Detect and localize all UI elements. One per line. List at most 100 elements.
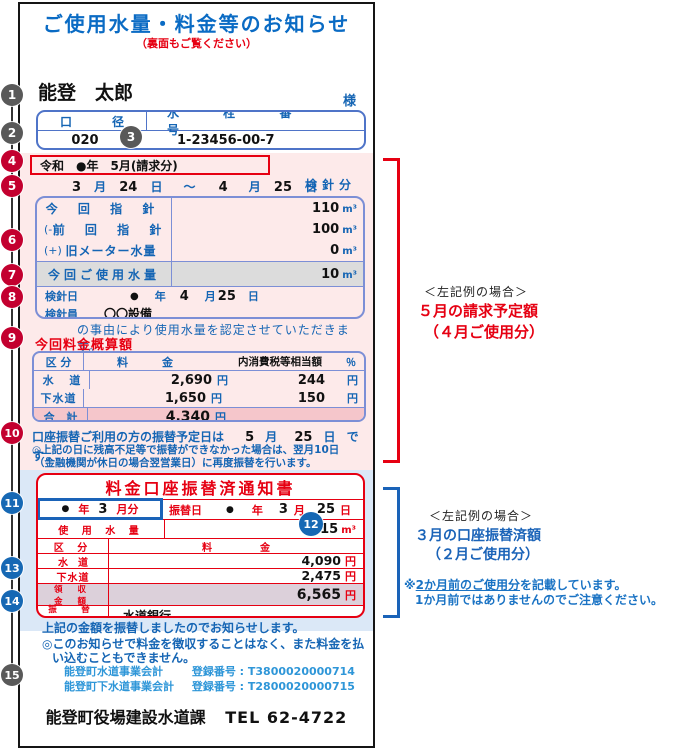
registration-1-number: 登録番号 : T3800020000714 <box>191 665 355 678</box>
meter-table: 口 径 水 栓 番 号 020 1-23456-00-7 <box>36 110 366 150</box>
notice-document: ご使用水量・料金等のお知らせ （裏面もご覧ください） 能登 太郎 様 口 径 水… <box>18 2 375 748</box>
usage-old-meter-value: 0 <box>330 243 340 258</box>
reason-note: の事由により使用水量を認定させていただきます。 <box>77 323 350 354</box>
fee-water-label: 水 道 <box>34 371 90 389</box>
reader-label: 検針員 <box>45 307 78 319</box>
reader-row: 検針員 〇〇設備 <box>37 305 363 319</box>
read-date-label: 検針日 <box>45 290 78 303</box>
transfer-date-year-label: 年 <box>251 503 263 517</box>
usage-total-label: 今回ご使用水量 <box>47 267 160 282</box>
badge-13: 13 <box>1 557 23 579</box>
receipt-bank-label: 振 替 金融機関 <box>38 605 109 616</box>
receipt-header-fee-1: 料 <box>202 542 212 554</box>
meter-value-row: 020 1-23456-00-7 <box>38 131 364 148</box>
transfer-date-label: 振替日 <box>169 503 202 517</box>
receipt-total-label-2: 金 額 <box>54 596 92 607</box>
receipt-sewer-label: 下水道 <box>38 569 109 584</box>
blue-bracket-vertical <box>397 487 400 618</box>
transfer-notice-post: です。 <box>32 430 362 463</box>
receipt-note-1: 上記の金額を振替しましたのでお知らせします。 <box>42 621 305 635</box>
fee-header-tax: 内消費税等相当額 <box>238 356 322 368</box>
read-date-month: 4 <box>179 288 189 304</box>
usage-current-value: 110 <box>312 201 340 216</box>
red-bracket-top-tick <box>383 158 400 161</box>
usage-total-value: 10 <box>321 266 340 282</box>
meter-header-row: 口 径 水 栓 番 号 <box>38 112 364 137</box>
billing-example-line1: ５月の請求予定額 <box>418 302 539 320</box>
receipt-water-yen: 円 <box>345 555 356 568</box>
receipt-water-value: 4,090 <box>301 553 341 568</box>
meter-header-diameter: 口 径 <box>38 112 147 130</box>
billing-example-line2: （４月ご使用分） <box>424 323 545 341</box>
badge-12: 12 <box>299 512 323 536</box>
usage-previous-label: 前 回 指 針 <box>52 223 170 237</box>
receipt-usage-unit: m³ <box>341 524 356 536</box>
red-bracket-bottom-tick <box>383 460 400 463</box>
registration-line-1: 能登町水道事業会計 登録番号 : T3800020000714 <box>64 663 355 679</box>
note-rest-text: を記載しています。 <box>520 578 627 592</box>
usage-old-meter-label: 旧メーター水量 <box>65 244 157 258</box>
receipt-sewer-yen: 円 <box>345 570 356 583</box>
transfer-notice-month: 5 <box>245 430 255 445</box>
registration-2-name: 能登町下水道事業会計 <box>64 680 174 693</box>
receipt-bank-label-1: 振 替 <box>48 605 98 615</box>
receipt-period-year-label: 年 <box>78 503 90 516</box>
read-date-dot: ● <box>130 290 139 302</box>
period-day1: 24 <box>119 180 138 195</box>
usage-previous-unit: m³ <box>342 225 357 236</box>
receipt-total-label: 領 収 金 額 <box>38 584 109 607</box>
receipt-example-note-line2: 1か月前ではありませんのでご注意ください。 <box>415 593 663 607</box>
receipt-title: 料金口座振替済通知書 <box>105 479 296 498</box>
receipt-period-dot: ● <box>61 504 70 514</box>
fee-sewer-yen: 円 <box>211 392 222 405</box>
read-date-day: 25 <box>217 288 236 304</box>
transfer-date-month: 3 <box>278 502 288 517</box>
receipt-bank-label-2: 金融機関 <box>56 615 90 616</box>
period-tilde: ～ <box>183 180 196 194</box>
receipt-example-line1: ３月の口座振替済額 <box>415 528 541 544</box>
receipt-box: 料金口座振替済通知書 ● 年 3 月分 振替日 ● 年 3 月 25 日 <box>36 473 365 618</box>
usage-previous-prefix: (-) <box>44 223 57 236</box>
fee-header-category: 区 分 <box>34 353 84 370</box>
badge-2: 2 <box>1 122 23 144</box>
badge-6: 6 <box>1 229 23 251</box>
reader-value: 〇〇設備 <box>104 307 153 319</box>
receipt-period-cell: ● 年 3 月分 <box>38 498 163 520</box>
fee-water-tax: 244 <box>297 372 325 388</box>
transfer-notice-line3: （金融機関が休日の場合翌営業日）に再度振替を行います。 <box>34 457 317 469</box>
badge-14: 14 <box>1 590 23 612</box>
footer-office: 能登町役場建設水道課 <box>45 708 206 727</box>
registration-2-number: 登録番号 : T2800020000715 <box>191 680 355 693</box>
transfer-notice-day: 25 <box>294 430 313 445</box>
registration-1-name: 能登町水道事業会計 <box>64 665 163 678</box>
badge-8: 8 <box>1 286 23 308</box>
fee-sewer-label: 下水道 <box>34 389 84 407</box>
receipt-row-bank: 振 替 金融機関 水道銀行 <box>38 605 363 616</box>
receipt-header-fee-2: 金 <box>260 542 270 554</box>
receipt-fee-header-row: 区 分 料 金 <box>38 538 363 554</box>
footer-contact: 能登町役場建設水道課 TEL 62-4722 <box>20 704 373 728</box>
read-date-year-label: 年 <box>154 290 166 303</box>
fee-row-water: 水 道 2,690 円 244 円 <box>34 371 364 389</box>
receipt-header-category: 区 分 <box>38 539 109 554</box>
period-month2: 4 <box>218 180 228 195</box>
receipt-usage-value: 15 <box>320 521 339 537</box>
reading-period: 3 月 24 日 ～ 4 月 25 日 検針分 <box>36 176 366 195</box>
transfer-notice-line2: ◎上記の日に残高不足等で振替ができなかった場合は、翌月10日 <box>32 444 340 456</box>
fee-water-amount: 2,690 <box>170 372 212 388</box>
usage-current-label: 今 回 指 針 <box>45 202 163 216</box>
badge-7: 7 <box>1 264 23 286</box>
page-title: ご使用水量・料金等のお知らせ <box>42 12 351 36</box>
period-month1: 3 <box>72 180 82 195</box>
receipt-title-row: 料金口座振替済通知書 <box>38 475 363 499</box>
blue-bracket-top-tick <box>383 487 400 490</box>
badge-4: 4 <box>1 150 23 172</box>
transfer-notice-line1: 口座振替ご利用の方の振替予定日は 5 月 25 日 です。 <box>32 426 373 464</box>
badge-connector-line <box>11 95 13 675</box>
